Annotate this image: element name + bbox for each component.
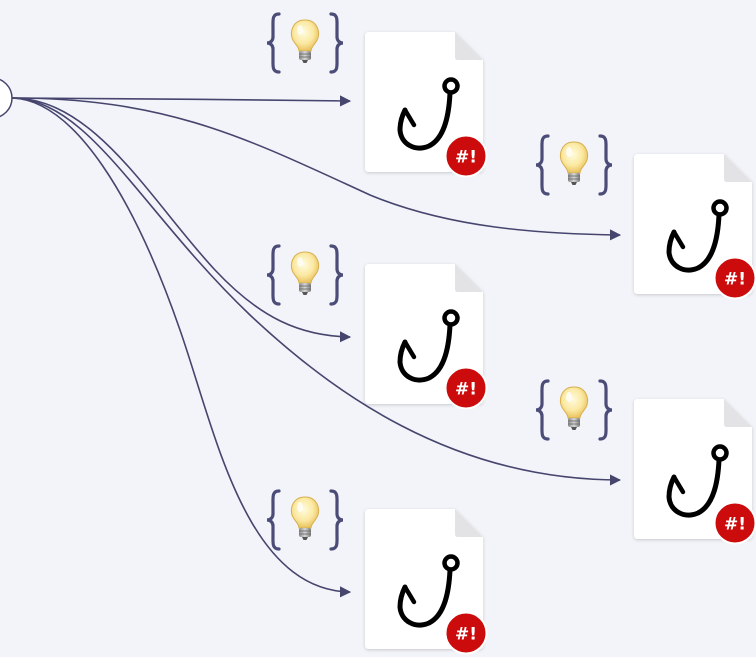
- shebang-badge: #!: [444, 366, 488, 410]
- open-brace-icon: [266, 244, 281, 306]
- hook-file-node: #!: [266, 12, 488, 178]
- file-document-icon: [634, 399, 752, 539]
- open-brace-icon: [266, 12, 281, 74]
- shebang-badge: #!: [444, 611, 488, 655]
- badge-label: #!: [455, 148, 477, 168]
- annotation-braces: [266, 244, 344, 306]
- edge-arrow-3: [11, 97, 352, 343]
- lightbulb-icon: [559, 141, 589, 185]
- hook-file-node: #!: [266, 244, 488, 410]
- fish-hook-icon: [397, 309, 460, 383]
- edges: [11, 95, 622, 598]
- annotation-braces: [535, 134, 613, 196]
- hook-file-node: #!: [266, 489, 488, 655]
- close-brace-icon: [598, 134, 613, 196]
- shebang-badge: #!: [713, 256, 756, 300]
- file-document-icon: [634, 154, 752, 294]
- hook-file-node: #!: [535, 134, 756, 300]
- annotation-braces: [266, 12, 344, 74]
- edge-arrow-1: [11, 95, 352, 107]
- lightbulb-icon: [290, 251, 320, 295]
- badge-label: #!: [724, 270, 746, 290]
- fish-hook-icon: [397, 554, 460, 628]
- close-brace-icon: [329, 12, 344, 74]
- hook-file-node: #!: [535, 379, 756, 545]
- open-brace-icon: [535, 134, 550, 196]
- shebang-badge: #!: [713, 501, 756, 545]
- close-brace-icon: [329, 244, 344, 306]
- source-node: [0, 78, 13, 118]
- annotation-braces: [266, 489, 344, 551]
- file-document-icon: [365, 264, 483, 404]
- badge-label: #!: [455, 380, 477, 400]
- lightbulb-icon: [559, 386, 589, 430]
- fish-hook-icon: [666, 444, 729, 518]
- badge-label: #!: [724, 515, 746, 535]
- edge-arrow-5: [11, 97, 352, 598]
- badge-label: #!: [455, 625, 477, 645]
- open-brace-icon: [266, 489, 281, 551]
- nodes: #! #! #! #! #!: [0, 12, 756, 655]
- lightbulb-icon: [290, 496, 320, 540]
- file-document-icon: [365, 509, 483, 649]
- lightbulb-icon: [290, 19, 320, 63]
- close-brace-icon: [329, 489, 344, 551]
- annotation-braces: [535, 379, 613, 441]
- close-brace-icon: [598, 379, 613, 441]
- open-brace-icon: [535, 379, 550, 441]
- fish-hook-icon: [397, 77, 460, 151]
- fish-hook-icon: [666, 199, 729, 273]
- file-document-icon: [365, 32, 483, 172]
- edge-arrow-4: [11, 97, 622, 486]
- edge-arrow-2: [11, 97, 622, 241]
- shebang-badge: #!: [444, 134, 488, 178]
